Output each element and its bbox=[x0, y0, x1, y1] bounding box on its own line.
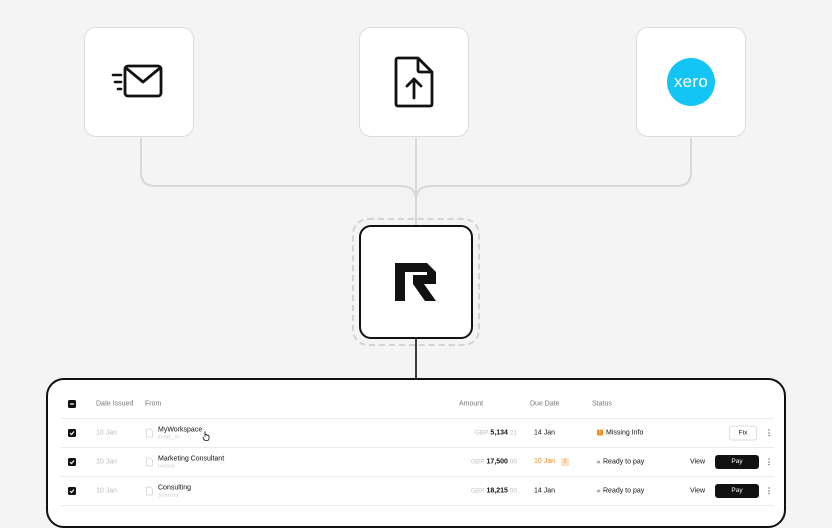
fix-button[interactable]: Fix bbox=[729, 425, 757, 440]
due-date-text: 10 Jan bbox=[534, 457, 556, 465]
column-from[interactable]: From bbox=[145, 400, 162, 408]
file-upload-icon bbox=[394, 56, 434, 108]
row-checkbox[interactable] bbox=[68, 457, 76, 466]
warning-icon: ! bbox=[597, 429, 603, 436]
date-issued: 10 Jan bbox=[96, 458, 118, 465]
column-due-date[interactable]: Due Date bbox=[530, 400, 560, 408]
mail-icon bbox=[111, 64, 163, 98]
document-icon bbox=[146, 486, 153, 495]
amount: GBP 17,500.00 bbox=[463, 458, 517, 465]
status-label: Missing Info bbox=[606, 429, 644, 436]
hub-dashed-ring bbox=[352, 218, 480, 346]
amount-cents: .00 bbox=[507, 458, 517, 465]
amount: GBP 5,134.21 bbox=[463, 429, 517, 436]
from-name[interactable]: Marketing Consultant bbox=[158, 455, 225, 462]
column-date-issued[interactable]: Date Issued bbox=[96, 400, 134, 408]
document-icon bbox=[146, 457, 153, 466]
view-link[interactable]: View bbox=[690, 458, 706, 465]
status-badge: Ready to pay bbox=[597, 487, 644, 494]
status-label: Ready to pay bbox=[603, 487, 645, 494]
amount-value: 17,500 bbox=[486, 458, 508, 465]
more-options-icon[interactable]: ⋮ bbox=[765, 457, 773, 466]
from-name[interactable]: MyWorkspace bbox=[158, 426, 203, 433]
from-cell: Consulting SS01031 bbox=[158, 484, 191, 497]
document-icon bbox=[146, 428, 153, 437]
from-name[interactable]: Consulting bbox=[158, 484, 192, 491]
from-reference: FAWE_07 bbox=[158, 434, 181, 439]
xero-logo-text: xero bbox=[673, 72, 709, 91]
date-issued: 10 Jan bbox=[96, 487, 118, 494]
table-row[interactable]: 10 Jan Marketing Consultant INV023 GBP 1… bbox=[60, 447, 774, 477]
hub-card[interactable] bbox=[359, 225, 473, 339]
xero-source-card[interactable]: xero bbox=[636, 27, 746, 137]
row-checkbox[interactable] bbox=[68, 428, 76, 437]
column-status[interactable]: Status bbox=[592, 400, 612, 408]
select-all-checkbox[interactable] bbox=[68, 400, 76, 408]
due-date: 14 Jan bbox=[534, 487, 556, 494]
from-cell: Marketing Consultant INV023 bbox=[158, 455, 224, 468]
view-link[interactable]: View bbox=[690, 487, 706, 494]
due-date: 10 Jan! bbox=[534, 457, 570, 466]
due-date: 14 Jan bbox=[534, 429, 556, 436]
amount: GBP 18,215.00 bbox=[463, 487, 517, 494]
from-cell: MyWorkspace FAWE_07 bbox=[158, 426, 202, 439]
currency: GBP bbox=[474, 429, 489, 436]
amount-cents: .00 bbox=[507, 487, 517, 494]
currency: GBP bbox=[470, 458, 485, 465]
amount-value: 5,134 bbox=[490, 429, 508, 436]
more-options-icon[interactable]: ⋮ bbox=[765, 428, 773, 437]
email-source-card[interactable] bbox=[84, 27, 194, 137]
status-badge: Ready to pay bbox=[597, 458, 644, 465]
status-label: Ready to pay bbox=[603, 458, 645, 465]
column-amount[interactable]: Amount bbox=[459, 400, 484, 408]
pay-button[interactable]: Pay bbox=[715, 483, 759, 498]
status-dot-icon bbox=[597, 489, 600, 492]
table-row[interactable]: 10 Jan MyWorkspace FAWE_07 GBP 5,134.21 … bbox=[60, 418, 774, 448]
r-logo-icon bbox=[395, 263, 436, 301]
xero-logo: xero bbox=[667, 58, 715, 106]
overdue-flag-icon: ! bbox=[561, 457, 570, 466]
amount-value: 18,215 bbox=[486, 487, 508, 494]
table-header: Date Issued From Amount Due Date Status bbox=[60, 390, 774, 419]
more-options-icon[interactable]: ⋮ bbox=[765, 486, 773, 495]
row-checkbox[interactable] bbox=[68, 486, 76, 495]
date-issued: 10 Jan bbox=[96, 429, 118, 436]
status-badge: ! Missing Info bbox=[597, 429, 643, 436]
upload-source-card[interactable] bbox=[359, 27, 469, 137]
from-reference: INV023 bbox=[158, 463, 175, 468]
table-row[interactable]: 10 Jan Consulting SS01031 GBP 18,215.00 … bbox=[60, 476, 774, 506]
status-dot-icon bbox=[597, 460, 600, 463]
hand-cursor-icon bbox=[202, 431, 210, 441]
amount-cents: .21 bbox=[507, 429, 517, 436]
invoice-table-panel: Date Issued From Amount Due Date Status … bbox=[46, 378, 786, 528]
from-reference: SS01031 bbox=[158, 492, 179, 497]
currency: GBP bbox=[470, 487, 485, 494]
pay-button[interactable]: Pay bbox=[715, 454, 759, 469]
